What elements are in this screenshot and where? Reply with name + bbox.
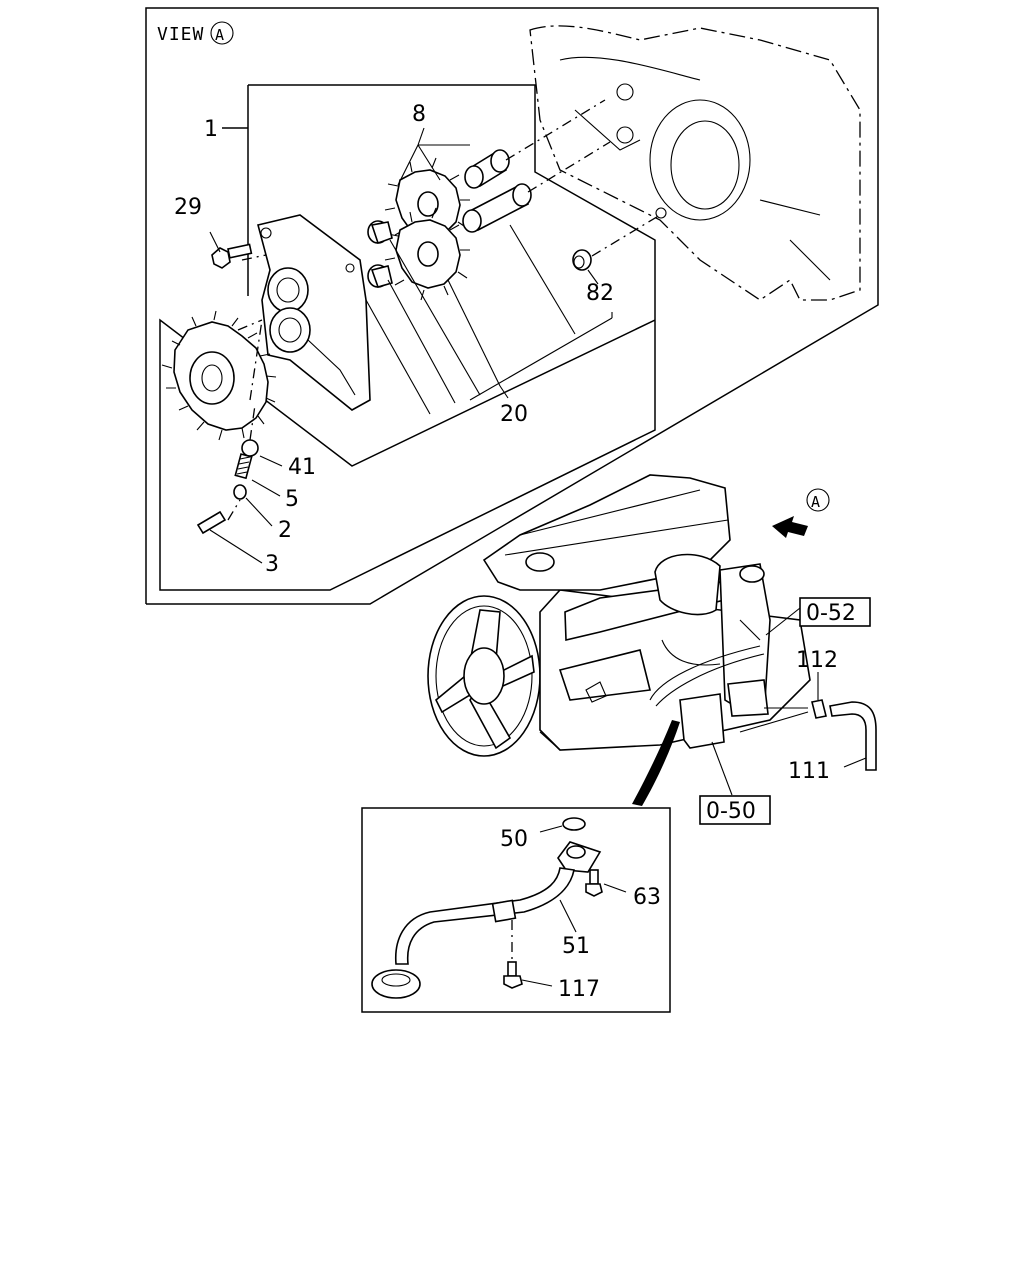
callout-63: 63: [633, 885, 661, 910]
view-a-panel: VIEW A: [145, 7, 879, 605]
detail-pointer: [632, 720, 680, 806]
hose-fitting-112: [811, 672, 827, 719]
view-marker-circle: [210, 21, 234, 45]
engine-block-ghost: [529, 25, 861, 301]
callout-3: 3: [265, 552, 279, 577]
callout-29: 29: [174, 195, 202, 220]
strainer-detail-panel: [361, 807, 671, 1013]
callout-41: 41: [288, 455, 316, 480]
callout-1: 1: [204, 117, 218, 142]
reference-0-50[interactable]: 0-50: [706, 799, 756, 824]
o-ring-50: [562, 817, 586, 831]
callout-2: 2: [278, 518, 292, 543]
leader-lines-view: [209, 99, 661, 564]
dowel-82: [572, 249, 592, 271]
callout-20: 20: [500, 402, 528, 427]
bolt-117: [503, 920, 553, 989]
view-label: VIEW: [157, 24, 204, 45]
callout-117: 117: [558, 977, 600, 1002]
callout-50: 50: [500, 827, 528, 852]
bushing-upper: [367, 220, 393, 245]
callout-51: 51: [562, 934, 590, 959]
callout-82: 82: [586, 281, 614, 306]
bolt-63: [585, 869, 627, 897]
bushing-lower: [367, 264, 393, 288]
callout-8: 8: [412, 102, 426, 127]
reference-box-0-52[interactable]: 0-52: [799, 597, 871, 627]
arrow-marker: A: [811, 493, 821, 511]
engine-assembly: [427, 474, 811, 757]
bolt-29: [209, 231, 253, 269]
reference-0-52[interactable]: 0-52: [806, 601, 856, 626]
relief-valve-parts: [196, 439, 259, 535]
callout-112: 112: [796, 648, 838, 673]
reference-box-0-50[interactable]: 0-50: [699, 795, 771, 825]
shaft-upper: [464, 149, 510, 189]
oil-pump-body: [257, 214, 371, 411]
drive-gear: [161, 310, 277, 441]
view-marker: A: [215, 26, 225, 44]
oil-strainer-51: [371, 841, 602, 999]
callout-5: 5: [285, 487, 299, 512]
assembly-bracket: [159, 84, 656, 591]
rotor-gear-lower: [384, 207, 470, 301]
view-arrow-a: A: [772, 488, 830, 538]
callout-111: 111: [788, 759, 830, 784]
shaft-lower: [462, 183, 532, 233]
hose-111: [829, 701, 877, 771]
